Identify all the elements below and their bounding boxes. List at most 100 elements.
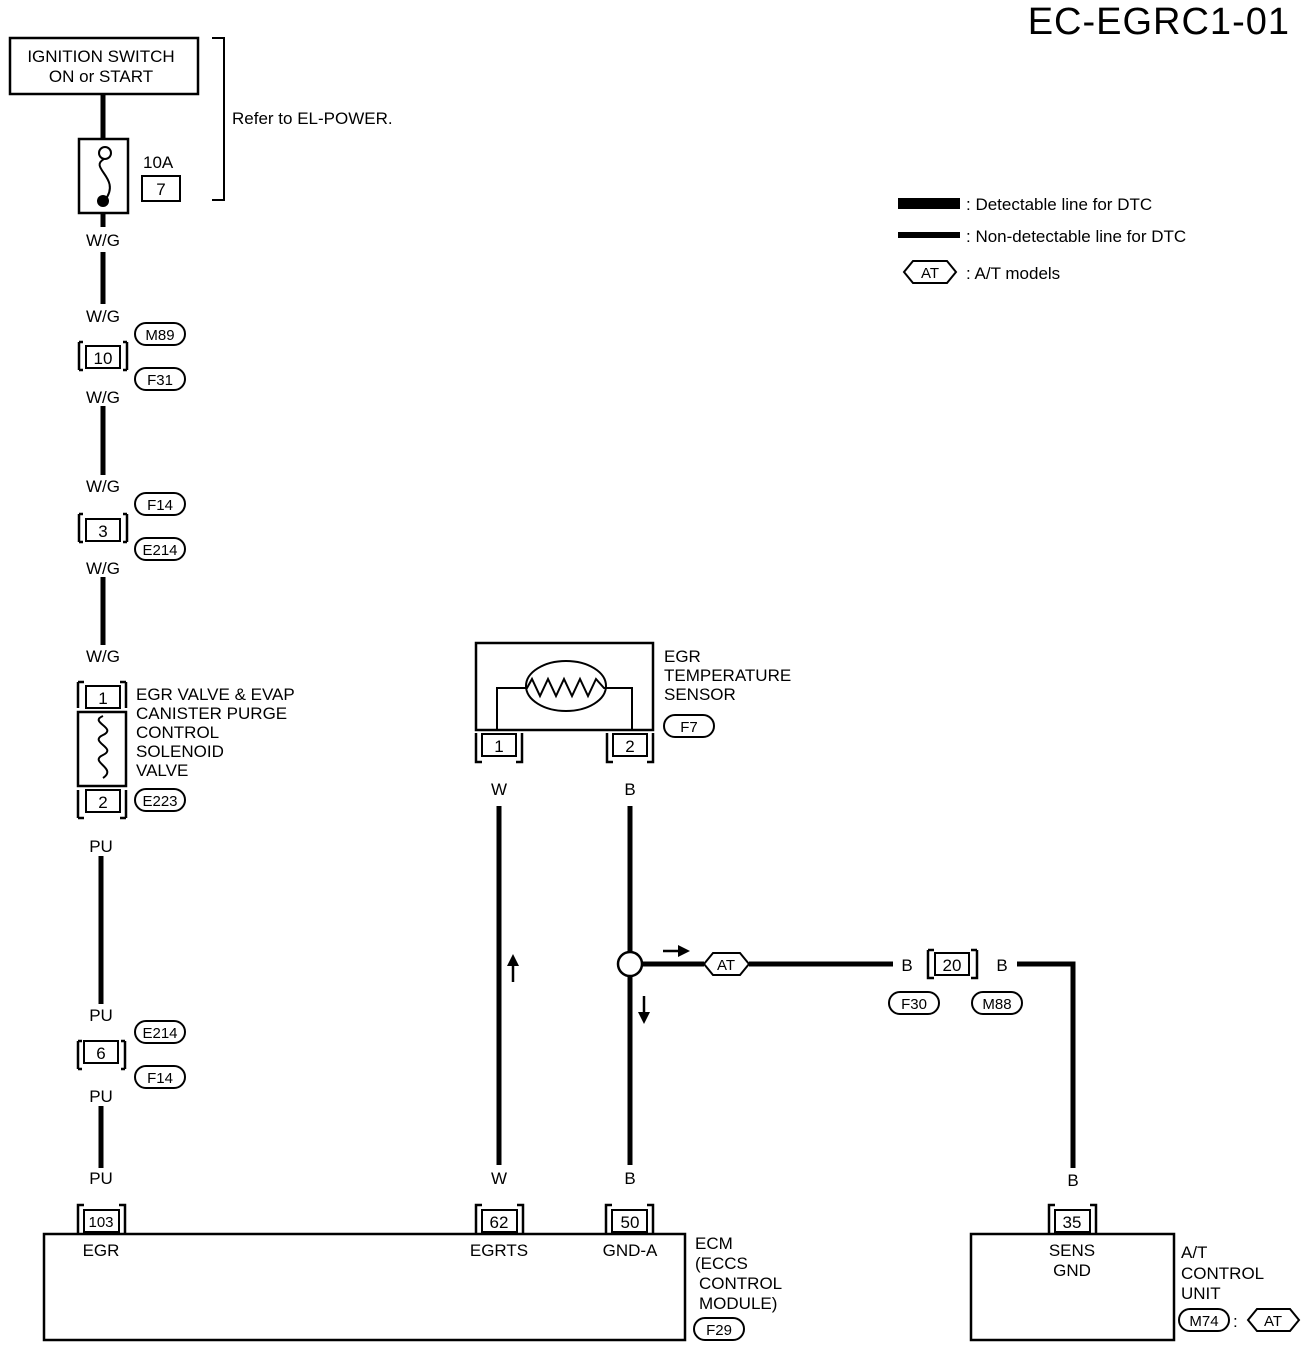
wire-color-wg: W/G <box>86 647 120 666</box>
connector-id-e214: E214 <box>142 542 177 559</box>
connector-tag-f29 <box>693 1317 745 1341</box>
fuse-terminal-top <box>98 146 112 160</box>
connector-e214-f14: 6 <box>76 1039 127 1071</box>
power-wire <box>98 213 106 1168</box>
connector-tag-f31 <box>134 367 186 391</box>
tcu-box <box>969 1232 1176 1342</box>
pin-number: 3 <box>98 522 107 541</box>
sensor-name: TEMPERATURE <box>664 666 791 685</box>
ecm-terminal-label: GND-A <box>603 1241 658 1260</box>
tcu-ground-wire <box>1017 961 1076 1168</box>
connector-tag-f7 <box>663 714 715 738</box>
pin-number: 62 <box>490 1213 509 1232</box>
tcu-colon: : <box>1233 1312 1238 1331</box>
connector-m89-f31: 10 <box>77 340 129 372</box>
arrow-down-icon <box>638 1012 650 1024</box>
legend-at-text: : A/T models <box>966 264 1060 283</box>
wire-color-pu: PU <box>89 837 113 856</box>
pin-number: 20 <box>943 956 962 975</box>
solenoid-name: CANISTER PURGE <box>136 704 287 723</box>
wire-color-b: B <box>624 780 635 799</box>
connector-f14-e214: 3 <box>77 512 129 544</box>
connector-id-m89: M89 <box>145 327 174 344</box>
solenoid-name: EGR VALVE & EVAP <box>136 685 295 704</box>
sensor-name: EGR <box>664 647 701 666</box>
wire-color-wg: W/G <box>86 559 120 578</box>
connector-tag-e223 <box>134 788 186 812</box>
connector-id-e214: E214 <box>142 1025 177 1042</box>
fuse-number: 7 <box>156 180 165 199</box>
pin-number: 50 <box>621 1213 640 1232</box>
tcu-name: UNIT <box>1181 1284 1221 1303</box>
sensor-connector-pin-1: 1 <box>474 733 524 764</box>
wire-color-wg: W/G <box>86 231 120 250</box>
ignition-switch-label: IGNITION SWITCH <box>27 47 174 66</box>
connector-id-f30: F30 <box>901 996 927 1013</box>
wire-color-wg: W/G <box>86 307 120 326</box>
coil-icon <box>97 715 109 779</box>
legend-at-tag <box>902 260 958 284</box>
pin-number: 10 <box>94 349 113 368</box>
fuse-amps: 10A <box>143 153 174 172</box>
wire-color-pu: PU <box>89 1006 113 1025</box>
connector-tag-m74 <box>1178 1308 1230 1332</box>
connector-tag-f14 <box>134 492 186 516</box>
arrow-right-icon <box>678 945 690 957</box>
legend-non-detectable-swatch <box>898 232 960 238</box>
connector-id-f7: F7 <box>680 719 698 736</box>
solenoid-pin-1: 1 <box>98 689 107 708</box>
ecm-pin-62: 62 <box>474 1203 525 1233</box>
egr-temp-sensor-box <box>474 641 655 732</box>
ecm-terminal-label: EGRTS <box>470 1241 528 1260</box>
ecm-name: ECM <box>695 1234 733 1253</box>
diagram-id: EC-EGRC1-01 <box>1028 1 1290 43</box>
fuse-element-icon <box>98 158 111 201</box>
fuse-number-box <box>141 175 181 202</box>
tcu-name: CONTROL <box>1181 1264 1264 1283</box>
legend-at-tag-label: AT <box>921 265 939 282</box>
connector-id-f29: F29 <box>706 1322 732 1339</box>
wire-color-w: W <box>491 780 507 799</box>
pin-number: 6 <box>96 1044 105 1063</box>
connector-tag-m88 <box>971 991 1023 1015</box>
wire-color-b: B <box>996 956 1007 975</box>
wire-color-w: W <box>491 1169 507 1188</box>
wire-color-wg: W/G <box>86 388 120 407</box>
wire-color-b: B <box>901 956 912 975</box>
connector-tag-m89 <box>134 322 186 346</box>
solenoid-pin-2: 2 <box>98 793 107 812</box>
connector-tag-f14 <box>134 1065 186 1089</box>
tcu-terminal-label: SENS <box>1049 1241 1095 1260</box>
sensor-name: SENSOR <box>664 685 736 704</box>
at-tag-label: AT <box>717 957 735 974</box>
connector-tag-e214 <box>134 1020 186 1044</box>
connector-id-f14: F14 <box>147 497 173 514</box>
connector-f30-m88: 20 <box>926 948 979 980</box>
ecm-name: MODULE) <box>699 1294 777 1313</box>
pin-number: 35 <box>1063 1213 1082 1232</box>
solenoid-name: SOLENOID <box>136 742 224 761</box>
legend-detectable-text: : Detectable line for DTC <box>966 195 1152 214</box>
connector-id-f31: F31 <box>147 372 173 389</box>
solenoid-name: VALVE <box>136 761 188 780</box>
at-tag <box>1246 1308 1301 1332</box>
ecm-name: (ECCS <box>695 1254 748 1273</box>
pin-number: 103 <box>88 1214 113 1231</box>
arrow-up-icon <box>507 954 519 966</box>
connector-id-m74: M74 <box>1189 1313 1218 1330</box>
wire-color-b: B <box>624 1169 635 1188</box>
connector-id-e223: E223 <box>142 793 177 810</box>
solenoid-name: CONTROL <box>136 723 219 742</box>
ecm-pin-103: 103 <box>76 1203 127 1233</box>
wire-color-pu: PU <box>89 1169 113 1188</box>
tcu-pin-35: 35 <box>1047 1203 1098 1233</box>
wire-color-wg: W/G <box>86 477 120 496</box>
ecm-name: CONTROL <box>699 1274 782 1293</box>
tcu-name: A/T <box>1181 1243 1207 1262</box>
pin-number: 1 <box>494 737 503 756</box>
wire-color-b: B <box>1067 1171 1078 1190</box>
thermistor-icon <box>525 660 607 712</box>
at-tag-label: AT <box>1264 1313 1282 1330</box>
egr-solenoid-valve: 1 2 <box>76 680 128 820</box>
